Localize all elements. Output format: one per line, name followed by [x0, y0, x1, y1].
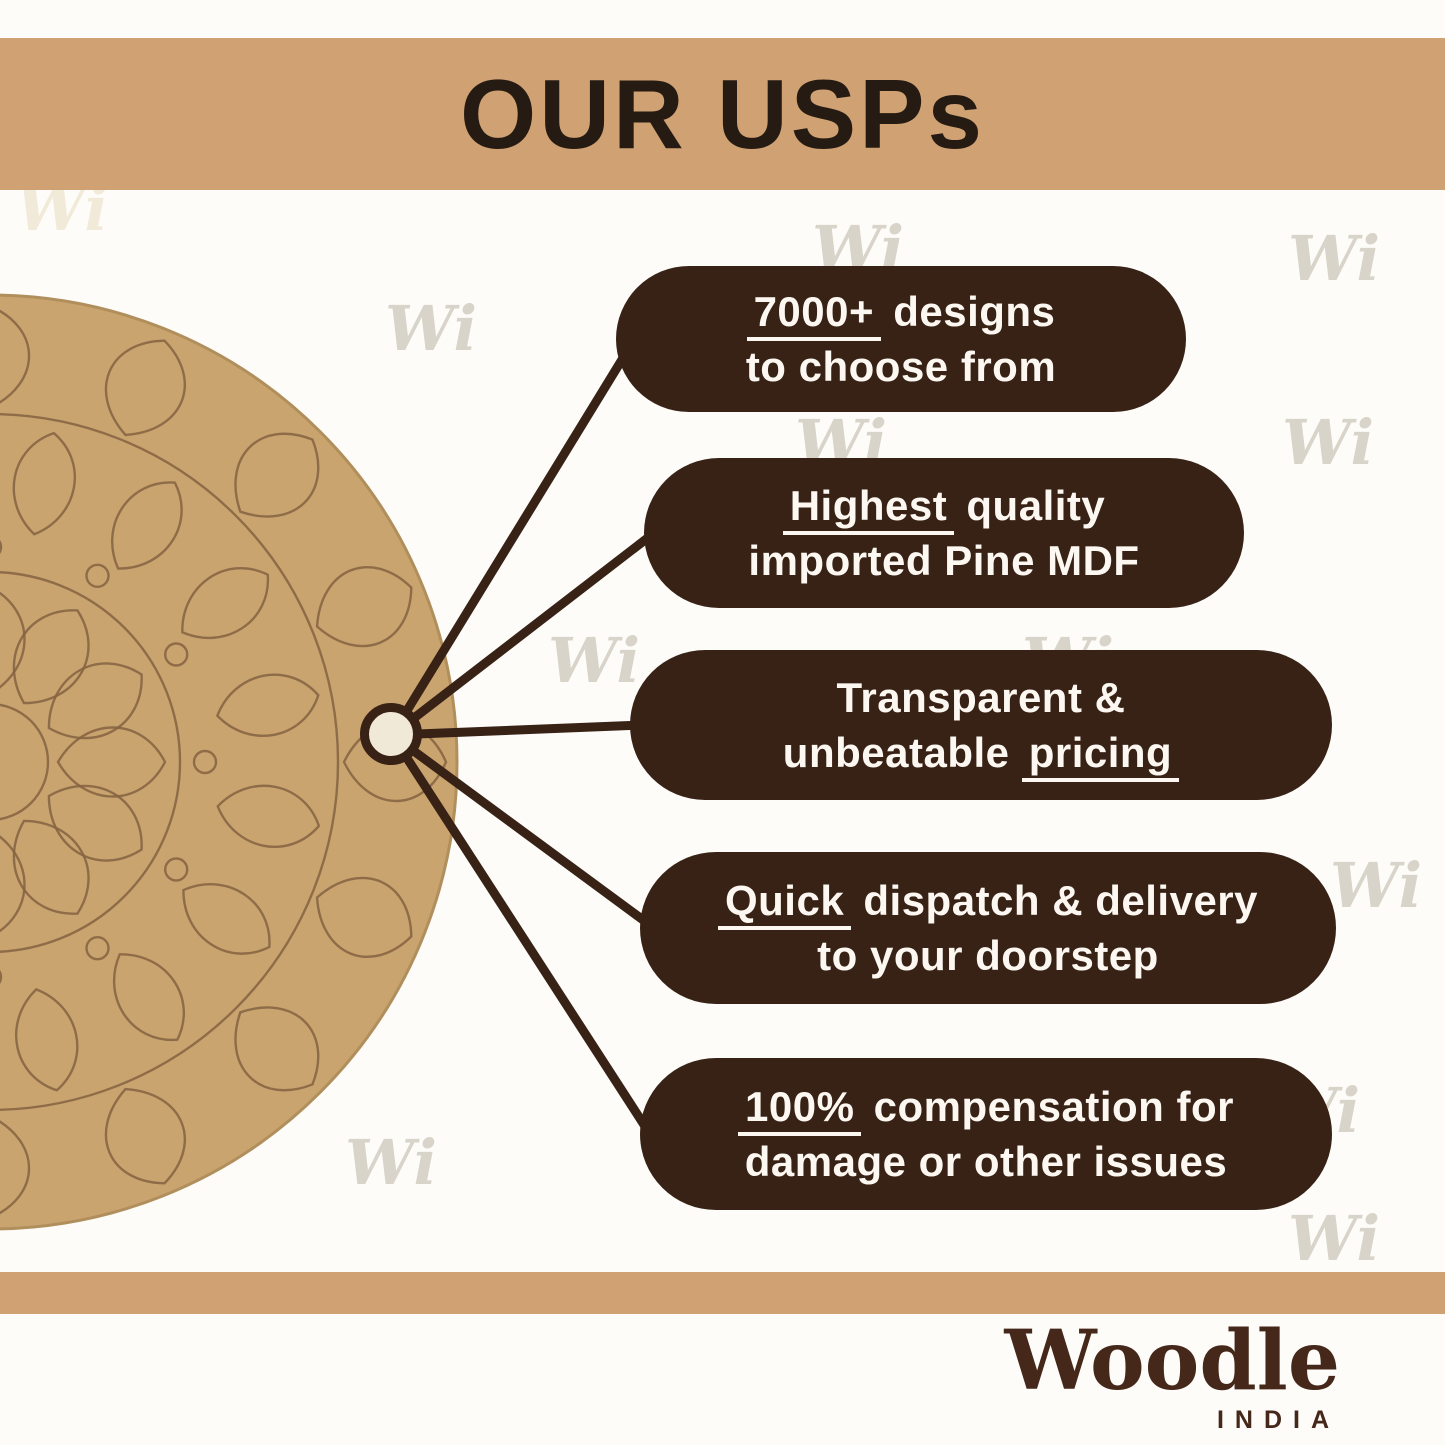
usp-text: quality [954, 481, 1106, 529]
usp-text-line: Transparent & [837, 670, 1126, 725]
usp-text: Transparent & [836, 673, 1126, 721]
usp-text-line: to your doorstep [817, 928, 1159, 983]
usp-text-line: unbeatable pricing [782, 725, 1180, 782]
usp-text-underlined: Quick [717, 876, 852, 930]
usp-text-underlined: 100% [738, 1082, 862, 1136]
brand-logo: Woodle INDIA [1005, 1320, 1340, 1435]
usp-text-line: 100% compensation for [738, 1079, 1234, 1136]
usp-text: unbeatable [782, 729, 1022, 776]
brand-name: Woodle [1004, 1313, 1340, 1409]
wi-watermark-icon: Wi [1288, 222, 1381, 295]
usp-text-line: Quick dispatch & delivery [717, 873, 1259, 930]
usp-text-line: 7000+ designs [746, 284, 1056, 341]
usp-text: designs [881, 287, 1056, 335]
usp-text: dispatch & delivery [851, 876, 1259, 924]
wi-watermark-icon: Wi [1330, 849, 1423, 922]
usp-text-underlined: Highest [782, 481, 955, 535]
usp-text-line: Highest quality [782, 478, 1106, 535]
usp-text: damage or other issues [744, 1138, 1228, 1185]
usp-text: compensation for [861, 1082, 1234, 1130]
usp-pill-pricing: Transparent &unbeatable pricing [630, 650, 1332, 800]
wi-watermark-icon: Wi [1288, 1202, 1381, 1275]
hub-node [360, 703, 422, 765]
usp-text: imported Pine MDF [748, 537, 1140, 584]
top-band: OUR USPs [0, 38, 1445, 190]
wi-watermark-icon: Wi [1282, 406, 1375, 479]
usp-text-underlined: pricing [1021, 729, 1180, 782]
bottom-band [0, 1272, 1445, 1314]
usp-text-underlined: 7000+ [746, 287, 882, 341]
page-title: OUR USPs [459, 58, 985, 169]
wi-watermark-icon: Wi [548, 624, 641, 697]
usp-text-line: imported Pine MDF [748, 533, 1139, 588]
wi-watermark-icon: Wi [345, 1126, 438, 1199]
usp-text-line: to choose from [746, 339, 1056, 394]
usp-text: to your doorstep [817, 932, 1159, 979]
usp-text: to choose from [745, 343, 1057, 390]
brand-country: INDIA [1216, 1406, 1340, 1434]
usp-text-line: damage or other issues [745, 1134, 1228, 1189]
